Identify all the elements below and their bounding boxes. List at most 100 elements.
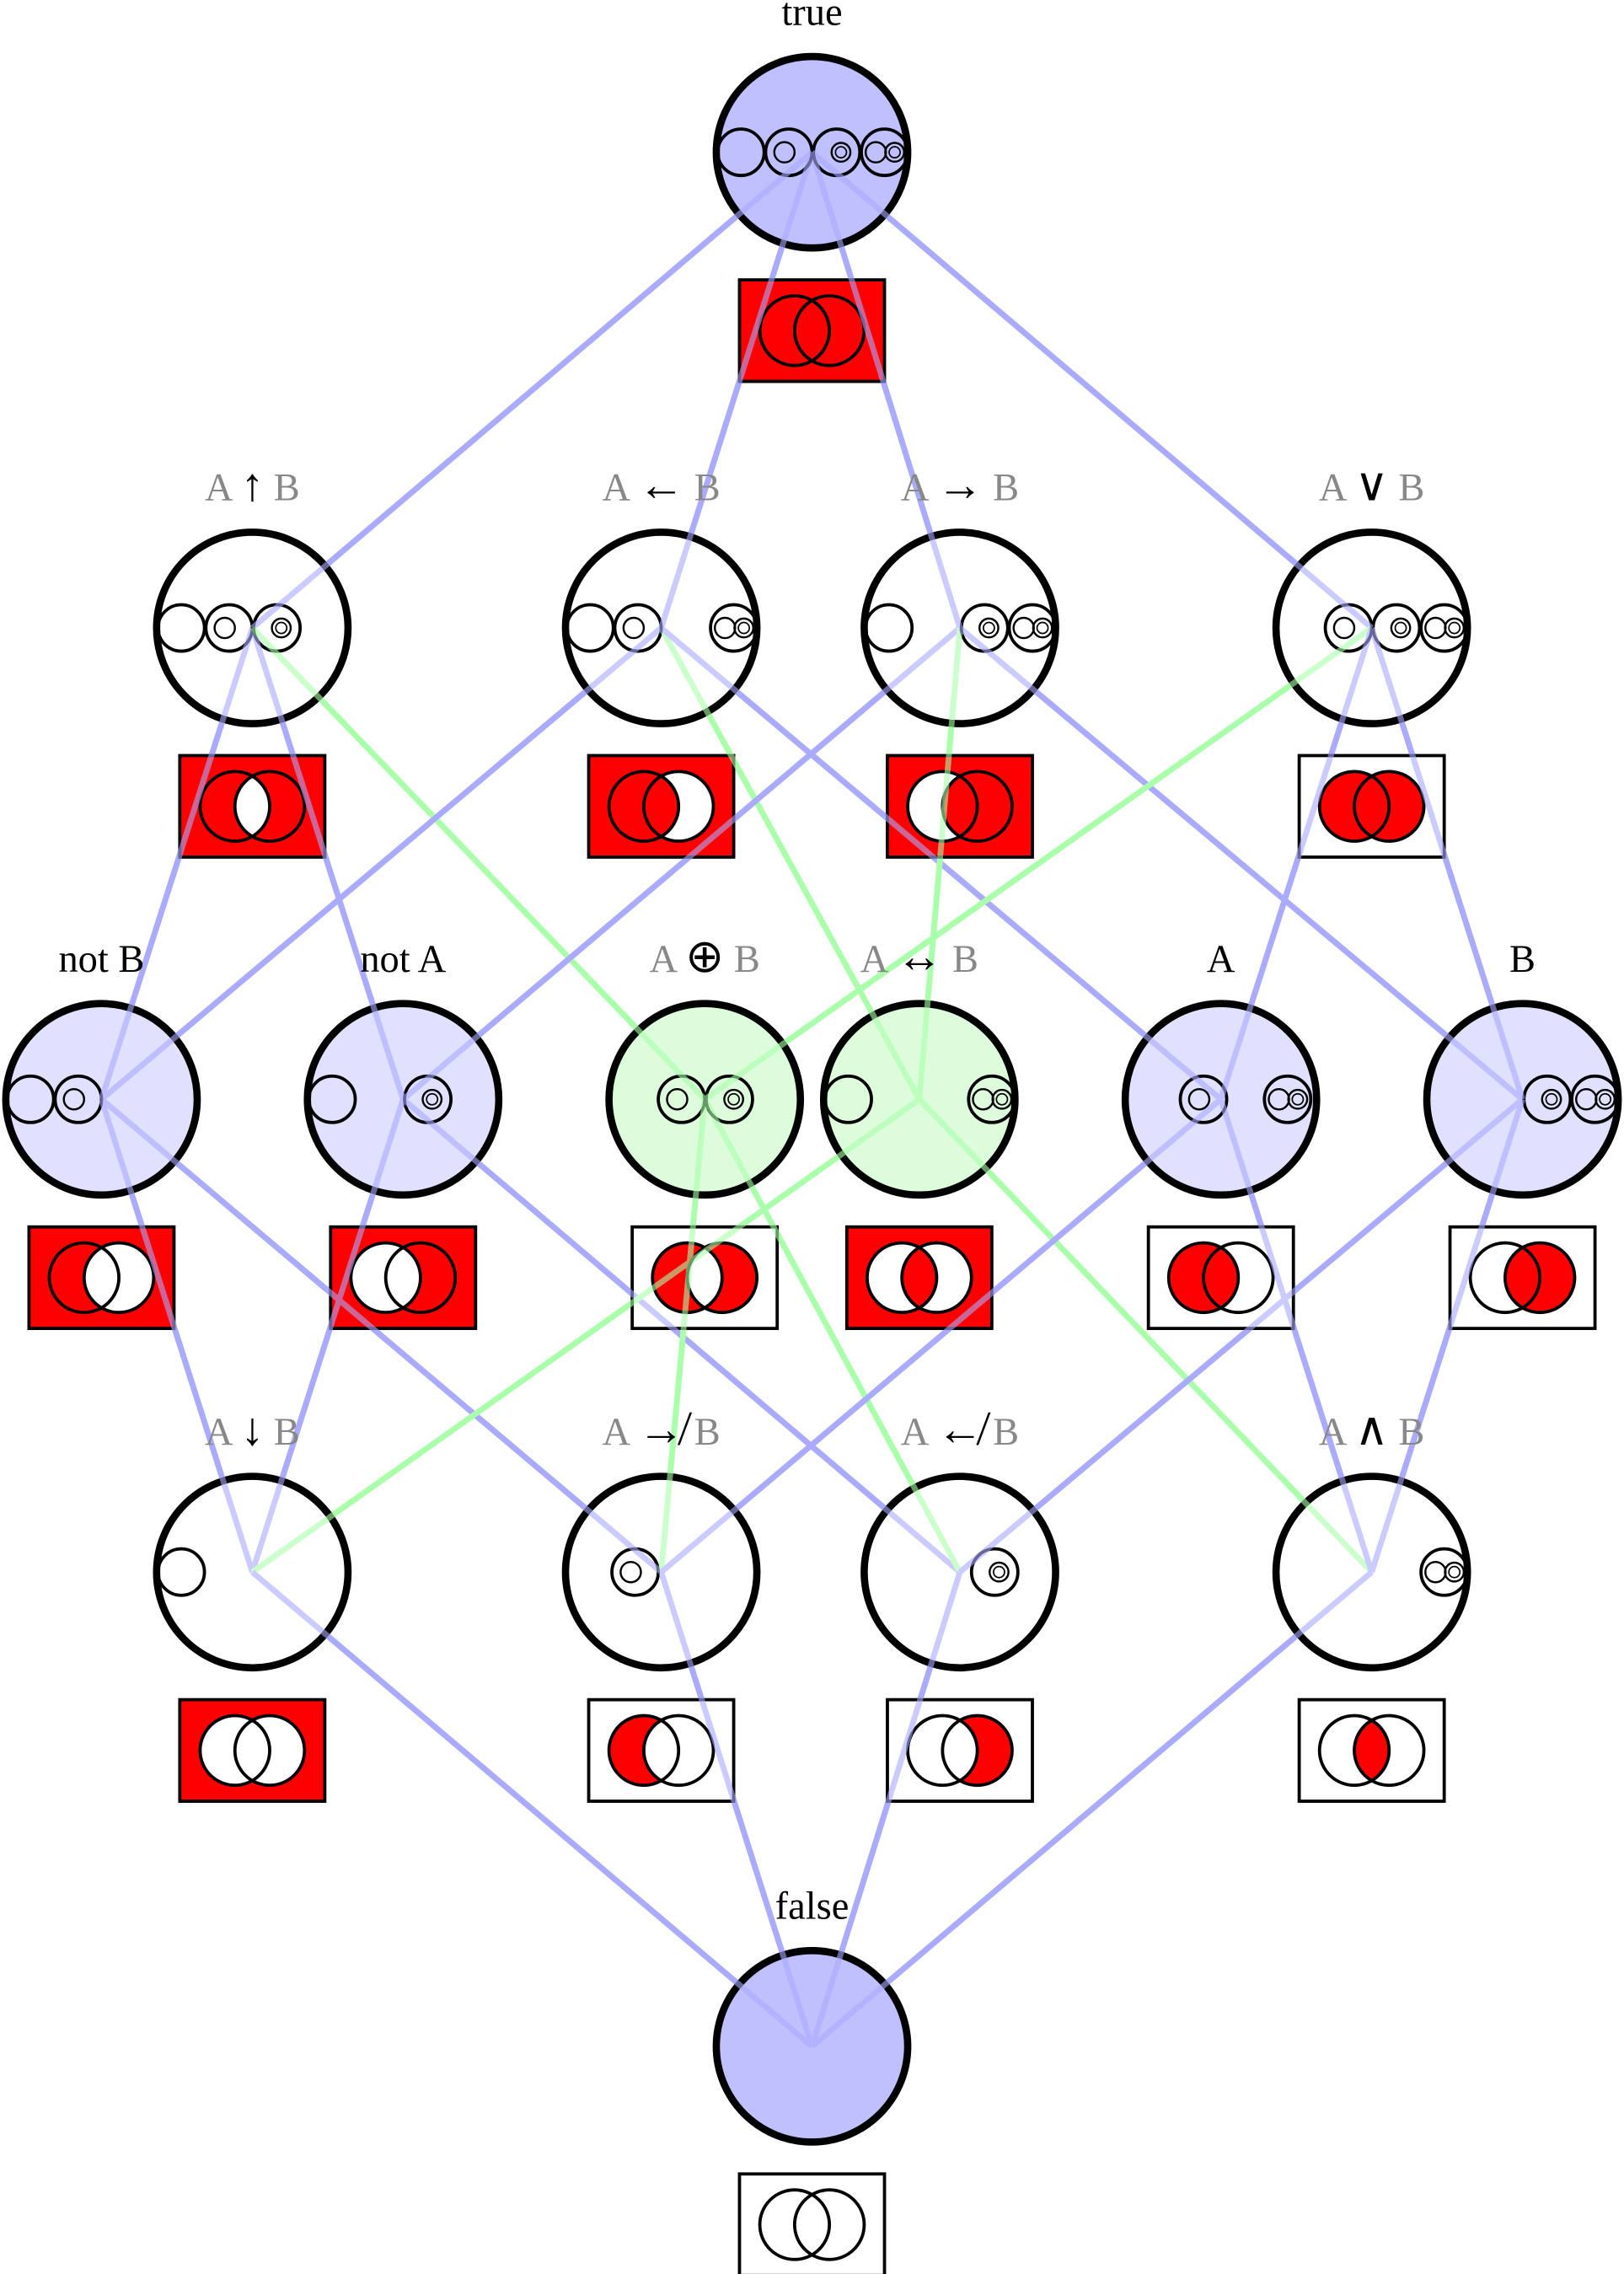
label-var-b: B <box>1389 1411 1425 1454</box>
b-marker <box>421 1088 443 1110</box>
b-marker-inner <box>426 1092 439 1106</box>
venn-frame <box>1297 1697 1446 1803</box>
label-operator: ∧ <box>1354 1403 1388 1455</box>
edge-overlay-or-b <box>1369 626 1525 1101</box>
world-token-ab <box>1419 603 1470 653</box>
world-token-ab <box>1007 603 1058 653</box>
label-var-a: A <box>205 1411 241 1454</box>
b-marker-inner <box>888 146 901 159</box>
label-var-b: B <box>984 467 1020 510</box>
edge-overlay-a-and <box>1218 1098 1375 1574</box>
venn-b-outline <box>1202 1241 1275 1315</box>
venn-b-outline <box>82 1241 156 1315</box>
node-label-xor: A ⊕ B <box>650 931 760 982</box>
venn-b-outline <box>642 770 716 843</box>
edge-overlay-converse-not_b <box>99 625 663 1102</box>
label-operator: ↛ <box>638 1403 692 1455</box>
venn-nor <box>178 1697 327 1803</box>
edge-overlay-true-converse <box>658 151 815 630</box>
venn-frame <box>630 1225 780 1331</box>
node-label-or: A ∨ B <box>1319 459 1424 511</box>
node-label-implies: A → B <box>901 459 1019 511</box>
b-marker <box>1032 617 1053 639</box>
venn-frame <box>1448 1225 1597 1331</box>
label-operator: ↓ <box>241 1403 265 1455</box>
edge-overlay-nand-xor <box>249 625 707 1102</box>
world-token-ab <box>1419 1547 1470 1597</box>
label-var-a: A <box>901 467 937 510</box>
venn-true <box>737 278 887 383</box>
venn-a-outline <box>865 1241 939 1315</box>
a-marker <box>666 1088 689 1111</box>
world-token-e <box>307 1074 357 1124</box>
venn-frame <box>737 278 887 383</box>
label-var-b: B <box>984 1411 1020 1454</box>
label-var-a: A <box>901 1411 937 1454</box>
venn-or <box>1297 754 1446 859</box>
label-var-a: A <box>1319 1411 1355 1454</box>
label-var-b: B <box>264 1411 300 1454</box>
a-marker <box>1187 1088 1211 1111</box>
edge-overlay-xor-nimply <box>658 1098 708 1573</box>
venn-a-outline <box>758 2188 832 2261</box>
edge-overlay-nand-not_a <box>249 626 406 1101</box>
edge-overlay-xnor-nor <box>250 1097 921 1575</box>
node-label-a: A <box>1207 938 1235 981</box>
venn-a-outline <box>1317 770 1391 843</box>
node-label-xnor: A ↔ B <box>860 931 978 982</box>
b-marker-inner <box>1599 1092 1612 1106</box>
venn-b-outline <box>1503 1241 1577 1315</box>
venn-ncimply <box>886 1697 1034 1803</box>
venn-frame <box>329 1225 478 1331</box>
world-token-ab <box>860 127 909 178</box>
label-var-a: A <box>860 938 897 981</box>
a-marker <box>62 1088 85 1111</box>
venn-frame <box>886 1697 1034 1803</box>
b-marker-inner <box>1291 1092 1305 1106</box>
b-marker <box>1595 1088 1616 1110</box>
venn-frame <box>886 754 1034 859</box>
venn-a-outline <box>758 294 832 367</box>
world-token-e <box>156 1547 206 1597</box>
edge-overlay-b-ncimply <box>957 1097 1525 1574</box>
venn-frame <box>1146 1225 1295 1331</box>
world-token-ab <box>1262 1074 1313 1124</box>
label-var-a: A <box>1319 467 1355 510</box>
venn-b-outline <box>792 294 866 367</box>
world-token-e <box>864 603 914 653</box>
node-label-and: A ∧ B <box>1319 1403 1424 1455</box>
label-operator: ∨ <box>1354 459 1388 511</box>
venn-a-outline <box>1317 1714 1391 1788</box>
b-marker <box>1287 1088 1309 1110</box>
edge-overlay-xnor-and <box>917 1097 1375 1574</box>
b-marker-inner <box>983 621 995 635</box>
label-var-b: B <box>942 938 978 981</box>
venn-b-outline <box>233 770 307 843</box>
b-marker <box>884 142 905 164</box>
venn-nimply <box>587 1697 736 1803</box>
label-operator: ⊕ <box>685 931 724 982</box>
edge-overlay-nand-not_b <box>99 626 255 1101</box>
edges-overlay-layer <box>99 150 1525 2049</box>
b-marker <box>989 1561 1010 1583</box>
edge-overlay-nor-false <box>250 1569 814 2049</box>
b-marker <box>1444 617 1466 639</box>
venn-and <box>1297 1697 1446 1803</box>
b-marker-inner <box>727 1092 740 1106</box>
venn-converse <box>587 754 736 859</box>
venn-ab-region <box>83 1242 120 1313</box>
node-label-nor: A ↓ B <box>205 1403 300 1455</box>
venn-implies <box>886 754 1034 859</box>
edge-overlay-b-and <box>1369 1098 1525 1574</box>
label-var-b: B <box>264 467 300 510</box>
venn-a-outline <box>198 1714 271 1788</box>
b-marker <box>978 617 1000 639</box>
edge-overlay-a-nimply <box>659 1097 1223 1574</box>
venn-ab-region <box>385 1242 421 1313</box>
venn-false <box>737 2172 887 2274</box>
world-token-ab <box>709 603 759 653</box>
a-marker <box>773 141 796 164</box>
venn-frame <box>1297 754 1446 859</box>
b-marker <box>733 617 755 639</box>
